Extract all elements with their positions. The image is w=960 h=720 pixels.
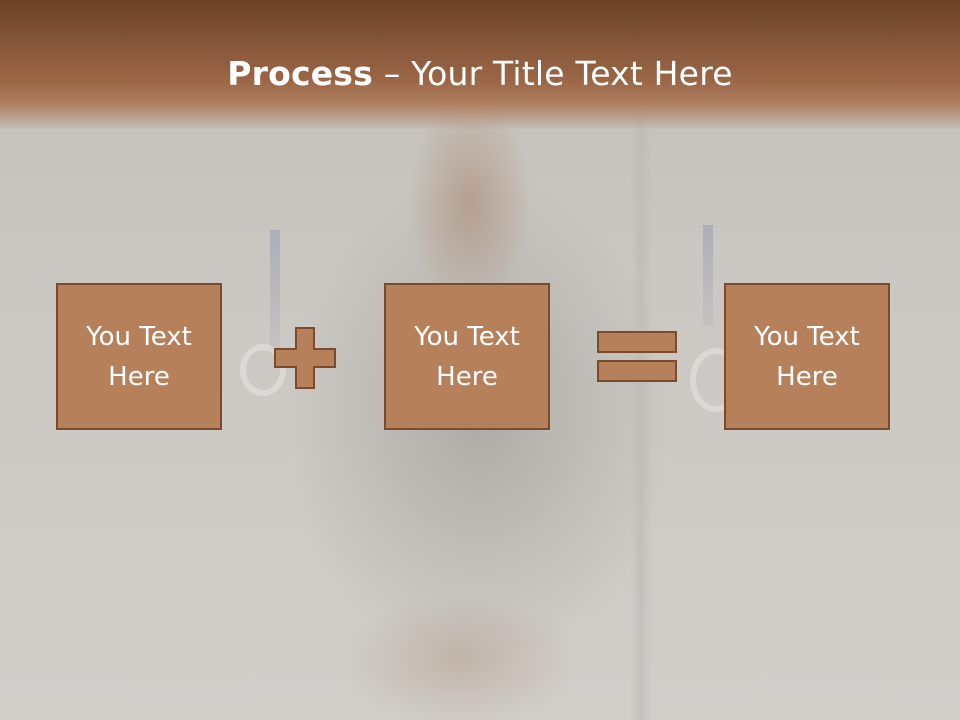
process-box-2-text: You Text Here	[414, 321, 520, 392]
background-weight-plate	[240, 344, 286, 396]
process-box-1-text: You Text Here	[86, 321, 192, 392]
process-box-2[interactable]: You Text Here	[384, 283, 550, 430]
title-rest: Your Title Text Here	[411, 54, 733, 93]
background-bar	[703, 225, 713, 325]
slide-title: Process – Your Title Text Here	[0, 52, 960, 96]
header-band	[0, 0, 960, 130]
process-box-3[interactable]: You Text Here	[724, 283, 890, 430]
background-bar	[270, 230, 280, 350]
title-dash: –	[373, 54, 412, 93]
equals-icon	[597, 331, 677, 382]
process-box-1[interactable]: You Text Here	[56, 283, 222, 430]
background-pole	[630, 110, 652, 720]
plus-icon	[274, 327, 336, 389]
title-strong: Process	[227, 54, 373, 93]
process-box-3-text: You Text Here	[754, 321, 860, 392]
